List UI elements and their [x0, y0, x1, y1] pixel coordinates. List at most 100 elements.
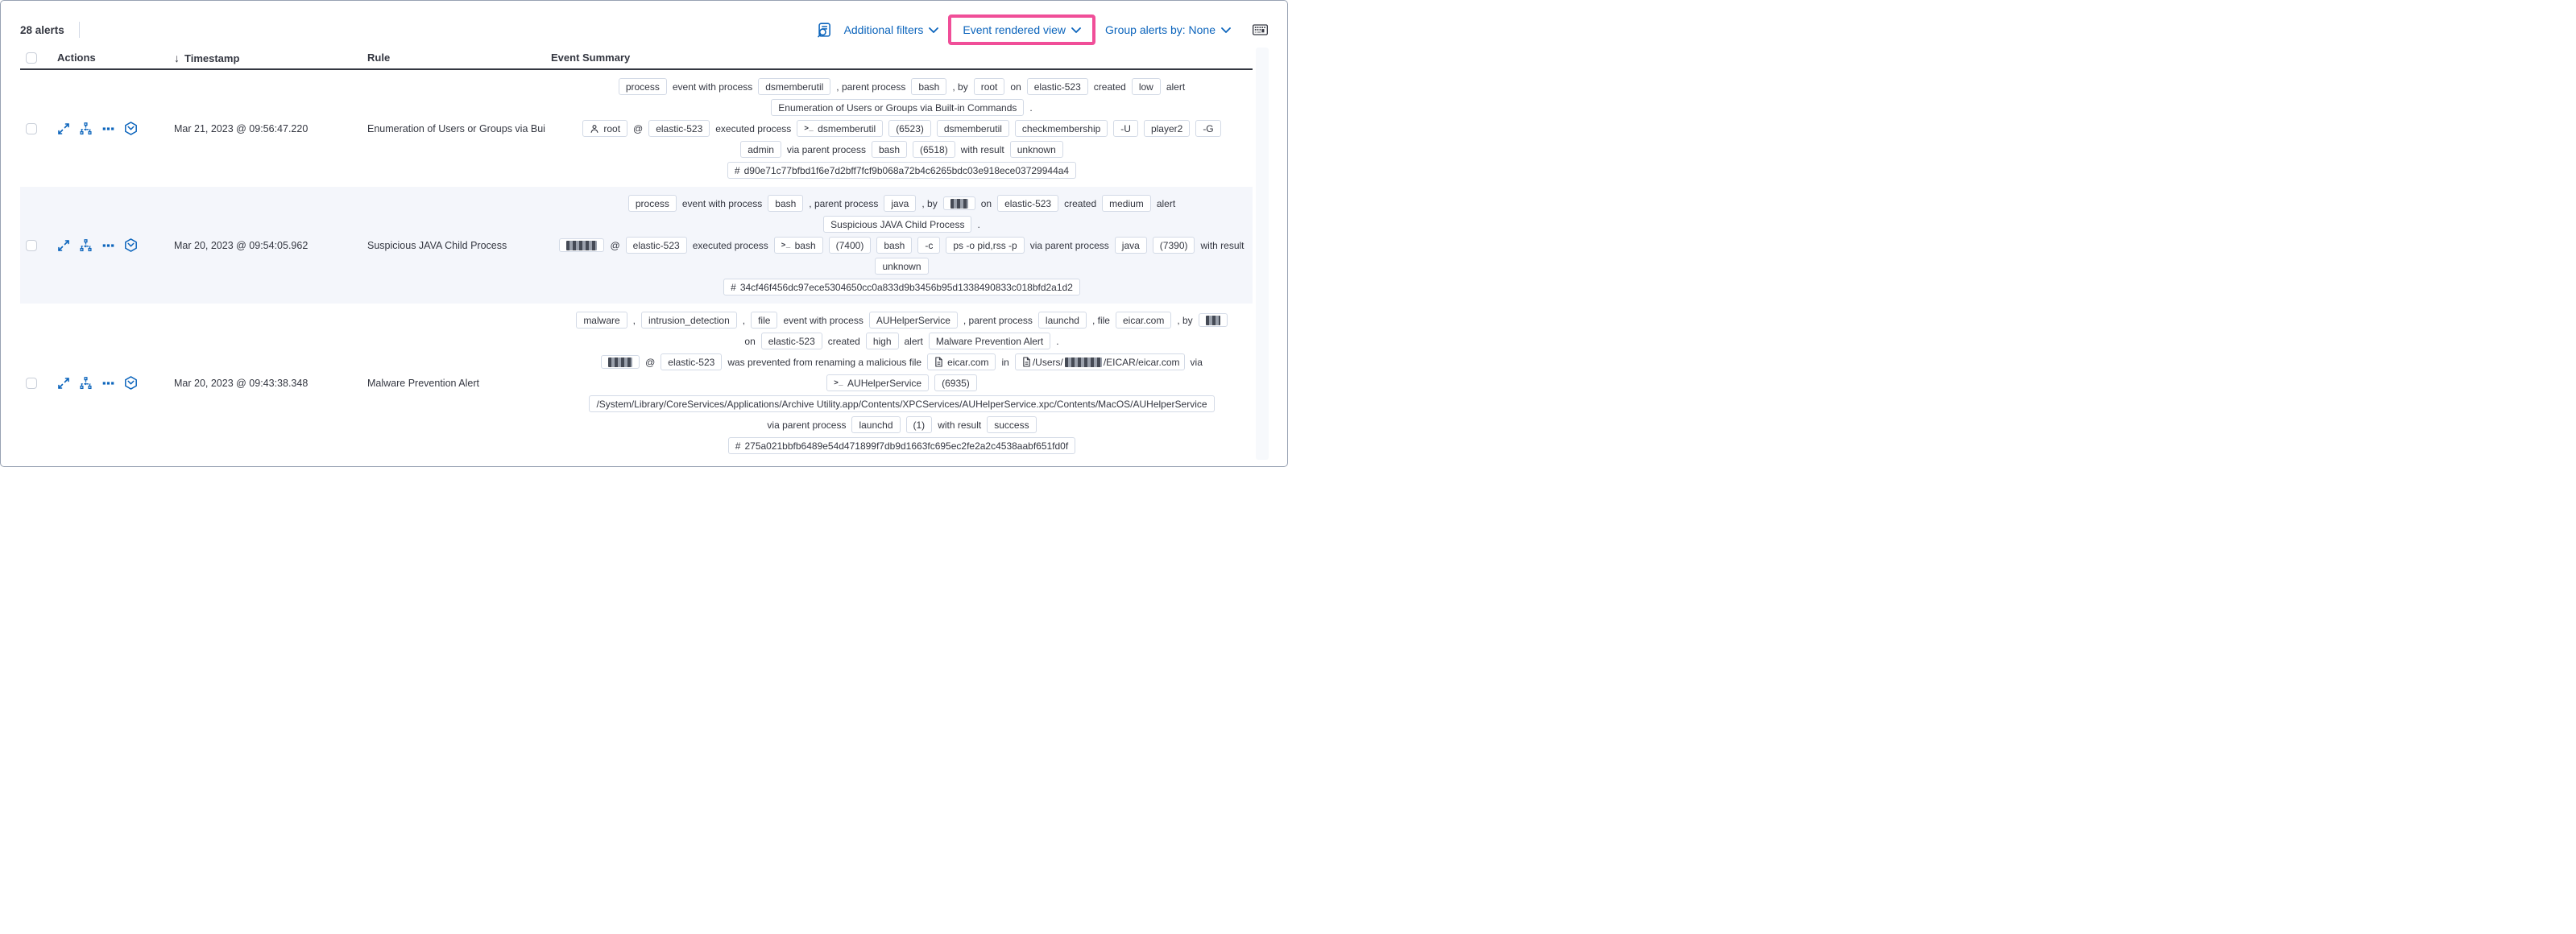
expand-alert-icon[interactable]	[57, 377, 70, 390]
event-field-badge[interactable]: elastic-523	[997, 195, 1059, 212]
row-checkbox[interactable]	[26, 122, 37, 134]
badge-value: (7400)	[835, 239, 864, 251]
event-field-badge[interactable]: bash	[871, 141, 907, 158]
event-field-badge[interactable]: #275a021bbfb6489e54d471899f7db9d1663fc69…	[727, 437, 1076, 454]
event-field-badge[interactable]: admin	[740, 141, 781, 158]
more-actions-icon[interactable]	[101, 377, 115, 390]
event-field-badge[interactable]: high	[865, 333, 899, 349]
event-field-badge[interactable]: elastic-523	[648, 120, 710, 137]
highlight-annotation: Event rendered view	[948, 14, 1096, 45]
event-field-badge[interactable]: root	[582, 120, 628, 137]
summary-text: event with process	[783, 314, 863, 326]
event-field-badge[interactable]: elastic-523	[625, 237, 687, 254]
event-field-badge[interactable]: -U	[1113, 120, 1138, 137]
select-all-checkbox[interactable]	[26, 52, 37, 64]
event-field-badge[interactable]: >_bash	[773, 237, 823, 254]
analyze-event-icon[interactable]	[79, 238, 93, 252]
vertical-scrollbar[interactable]	[1256, 48, 1269, 460]
rule-cell: Enumeration of Users or Groups via Bui	[367, 122, 545, 134]
badge-value: player2	[1150, 122, 1183, 134]
event-field-badge[interactable]: dsmemberutil	[936, 120, 1009, 137]
row-actions	[52, 238, 174, 252]
event-field-badge[interactable]: bash	[911, 78, 947, 95]
event-field-badge[interactable]: unknown	[1009, 141, 1063, 158]
group-alerts-by-selector[interactable]: Group alerts by: None	[1098, 23, 1238, 36]
event-field-badge[interactable]	[559, 238, 605, 252]
event-summary-line: #34cf46f456dc97ece5304650cc0a833d9b3456b…	[723, 279, 1080, 295]
event-field-badge[interactable]: eicar.com	[927, 353, 996, 370]
event-field-badge[interactable]: /System/Library/CoreServices/Application…	[589, 395, 1215, 412]
event-field-badge[interactable]: AUHelperService	[868, 312, 958, 329]
event-field-badge[interactable]	[601, 355, 640, 369]
event-field-badge[interactable]: launchd	[851, 416, 901, 433]
rule-cell: Suspicious JAVA Child Process	[367, 239, 507, 251]
event-field-badge[interactable]: checkmembership	[1014, 120, 1108, 137]
badge-value: -c	[925, 239, 934, 251]
session-view-icon[interactable]	[124, 122, 138, 135]
event-field-badge[interactable]: java	[884, 195, 917, 212]
event-field-badge[interactable]: elastic-523	[661, 353, 723, 370]
event-field-badge[interactable]: (6523)	[888, 120, 931, 137]
event-field-badge[interactable]: java	[1114, 237, 1147, 254]
more-actions-icon[interactable]	[101, 122, 115, 135]
event-field-badge[interactable]: process	[627, 195, 677, 212]
session-view-icon[interactable]	[124, 238, 138, 252]
event-field-badge[interactable]: success	[987, 416, 1037, 433]
badge-value: 275a021bbfb6489e54d471899f7db9d1663fc695…	[744, 440, 1069, 452]
inspect-icon[interactable]	[812, 22, 837, 38]
event-field-badge[interactable]: medium	[1102, 195, 1151, 212]
session-view-icon[interactable]	[124, 376, 138, 390]
event-field-badge[interactable]: elastic-523	[1026, 78, 1088, 95]
more-actions-icon[interactable]	[101, 239, 115, 252]
row-actions	[52, 376, 174, 390]
event-field-badge[interactable]: Enumeration of Users or Groups via Built…	[771, 99, 1025, 116]
event-field-badge[interactable]: unknown	[875, 258, 929, 275]
additional-filters-button[interactable]: Additional filters	[837, 23, 946, 36]
event-field-badge[interactable]: -G	[1195, 120, 1221, 137]
event-field-badge[interactable]: >_AUHelperService	[826, 374, 930, 391]
event-field-badge[interactable]: (6518)	[913, 141, 955, 158]
badge-value: /EICAR/eicar.com	[1103, 356, 1180, 368]
event-field-badge[interactable]: file	[751, 312, 778, 329]
expand-alert-icon[interactable]	[57, 239, 70, 252]
event-field-badge[interactable]: (6935)	[934, 374, 977, 391]
event-field-badge[interactable]: Suspicious JAVA Child Process	[823, 216, 972, 233]
event-field-badge[interactable]: (7390)	[1152, 237, 1195, 254]
event-rendered-view-selector[interactable]: Event rendered view	[955, 23, 1088, 36]
event-field-badge[interactable]: /Users//EICAR/eicar.com	[1014, 353, 1185, 370]
event-field-badge[interactable]: process	[618, 78, 667, 95]
event-field-badge[interactable]: bash	[876, 237, 913, 254]
row-checkbox[interactable]	[26, 239, 37, 251]
event-field-badge[interactable]: Malware Prevention Alert	[928, 333, 1051, 349]
event-field-badge[interactable]: dsmemberutil	[758, 78, 831, 95]
event-field-badge[interactable]	[942, 196, 975, 210]
event-field-badge[interactable]: ps -o pid,rss -p	[946, 237, 1025, 254]
event-field-badge[interactable]: bash	[768, 195, 804, 212]
row-checkbox[interactable]	[26, 377, 37, 389]
keyboard-shortcuts-icon[interactable]	[1248, 24, 1273, 35]
event-field-badge[interactable]: elastic-523	[760, 333, 822, 349]
event-field-badge[interactable]: malware	[576, 312, 627, 329]
expand-alert-icon[interactable]	[57, 122, 70, 135]
column-header-timestamp[interactable]: ↓Timestamp	[174, 51, 240, 64]
event-field-badge[interactable]: root	[973, 78, 1005, 95]
analyze-event-icon[interactable]	[79, 122, 93, 135]
event-field-badge[interactable]: player2	[1143, 120, 1191, 137]
event-field-badge[interactable]: (1)	[905, 416, 933, 433]
event-field-badge[interactable]: (7400)	[828, 237, 872, 254]
event-field-badge[interactable]: eicar.com	[1115, 312, 1172, 329]
event-field-badge[interactable]: -c	[917, 237, 941, 254]
badge-value: (6523)	[896, 122, 924, 134]
event-field-badge[interactable]: low	[1131, 78, 1161, 95]
event-field-badge[interactable]	[1198, 313, 1228, 327]
event-field-badge[interactable]: intrusion_detection	[641, 312, 737, 329]
event-field-badge[interactable]: #d90e71c77bfbd1f6e7d2bff7fcf9b068a72b4c6…	[727, 162, 1077, 179]
analyze-event-icon[interactable]	[79, 376, 93, 390]
event-field-badge[interactable]: #34cf46f456dc97ece5304650cc0a833d9b3456b…	[723, 279, 1080, 295]
event-field-badge[interactable]: >_dsmemberutil	[797, 120, 884, 137]
summary-text: on	[1010, 81, 1021, 93]
event-field-badge[interactable]: launchd	[1037, 312, 1087, 329]
